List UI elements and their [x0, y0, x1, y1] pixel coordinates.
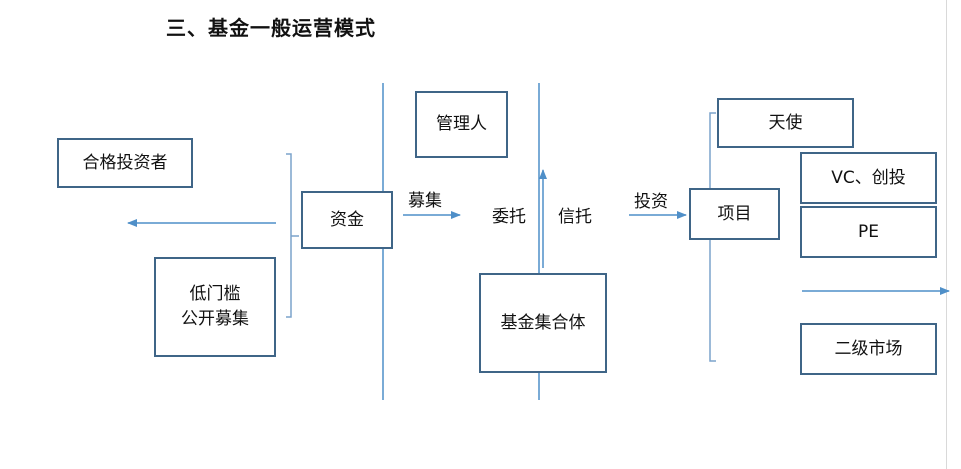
capital-label: 资金	[330, 209, 364, 230]
vc-box: VC、创投	[800, 152, 937, 204]
vc-label: VC、创投	[831, 167, 906, 188]
page-edge-divider	[946, 0, 947, 469]
low-threshold-box: 低门槛 公开募集	[154, 257, 276, 357]
investor-bracket	[286, 153, 299, 318]
manager-box: 管理人	[415, 91, 508, 158]
low-threshold-label: 低门槛 公开募集	[181, 284, 249, 329]
project-label: 项目	[717, 203, 752, 224]
pe-box: PE	[800, 206, 937, 258]
angel-box: 天使	[717, 98, 854, 148]
qualified-investors-label: 合格投资者	[82, 152, 168, 173]
capital-box: 资金	[301, 191, 393, 249]
entrust-label: 委托	[492, 207, 526, 227]
qualified-investors-box: 合格投资者	[57, 138, 193, 188]
raise-label: 募集	[408, 191, 442, 211]
pe-label: PE	[858, 221, 879, 242]
project-box: 项目	[689, 188, 780, 240]
manager-label: 管理人	[436, 114, 487, 135]
secondary-market-box: 二级市场	[800, 323, 937, 375]
secondary-market-label: 二级市场	[834, 338, 903, 359]
angel-label: 天使	[768, 112, 803, 133]
invest-label: 投资	[634, 192, 668, 212]
fund-collective-label: 基金集合体	[500, 312, 586, 333]
trust-label: 信托	[558, 207, 592, 227]
page-title: 三、基金一般运营模式	[166, 16, 376, 40]
fund-collective-box: 基金集合体	[479, 273, 607, 373]
